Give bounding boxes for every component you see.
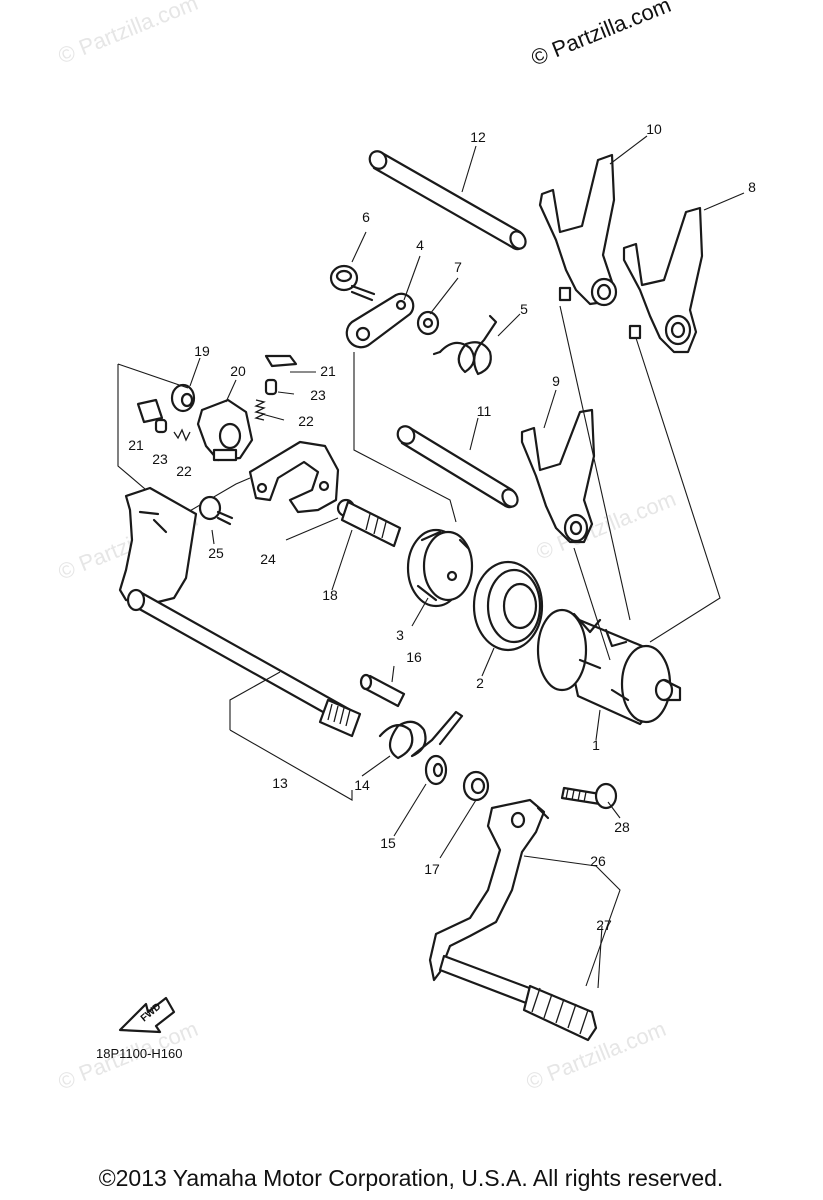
callout-17: 17 <box>424 861 440 877</box>
part-3-segment <box>406 528 474 608</box>
leader-lines <box>189 135 745 989</box>
part-18-segment-bolt <box>336 498 402 548</box>
part-7-washer <box>416 310 440 336</box>
callout-23-lower: 23 <box>152 451 168 467</box>
watermark-1: © Partzilla.com <box>55 0 202 69</box>
callout-10: 10 <box>646 121 662 137</box>
callout-26: 26 <box>590 853 606 869</box>
callout-12: 12 <box>470 129 486 145</box>
part-16-pin <box>359 673 406 708</box>
part-1-shift-drum <box>536 608 682 726</box>
copyright-footer: ©2013 Yamaha Motor Corporation, U.S.A. A… <box>99 1165 724 1191</box>
callout-21-upper: 21 <box>320 363 336 379</box>
part-25-bolt <box>198 495 234 526</box>
callout-6: 6 <box>362 209 370 225</box>
part-28-bolt <box>560 782 618 810</box>
callout-3: 3 <box>396 627 404 643</box>
part-14-spring <box>378 710 464 760</box>
part-6-bolt <box>329 264 376 302</box>
callout-numbers: 1 2 3 4 5 6 7 8 9 10 11 12 13 14 15 16 1… <box>128 121 756 933</box>
part-10-shift-fork <box>538 153 618 307</box>
part-12-fork-shaft-upper <box>368 150 527 251</box>
callout-25: 25 <box>208 545 224 561</box>
callout-15: 15 <box>380 835 396 851</box>
callout-23-upper: 23 <box>310 387 326 403</box>
callout-28: 28 <box>614 819 630 835</box>
part-15-washer <box>424 754 448 786</box>
callout-19: 19 <box>194 343 210 359</box>
part-13-shift-shaft <box>118 486 362 738</box>
part-21-upper-key <box>264 354 298 368</box>
callout-16: 16 <box>406 649 422 665</box>
part-23-lower-pin <box>154 418 168 434</box>
part-26-shift-pedal <box>428 798 550 1008</box>
watermark-top-right: © Partzilla.com <box>528 0 675 71</box>
part-22-upper-spring <box>254 399 266 421</box>
callout-7: 7 <box>454 259 462 275</box>
part-27-pedal-rubber <box>522 984 598 1042</box>
part-20-stopper-lever <box>196 398 254 462</box>
callout-8: 8 <box>748 179 756 195</box>
callout-1: 1 <box>592 737 600 753</box>
callout-2: 2 <box>476 675 484 691</box>
part-11-fork-shaft-lower <box>396 425 519 509</box>
part-8-shift-fork <box>622 206 704 354</box>
part-23-upper-pin <box>264 378 278 396</box>
callout-11: 11 <box>477 403 492 419</box>
part-24-guide-plate <box>248 440 340 514</box>
callout-20: 20 <box>230 363 246 379</box>
callout-4: 4 <box>416 237 424 253</box>
callout-27: 27 <box>596 917 612 933</box>
callout-22-lower: 22 <box>176 463 192 479</box>
part-2-bearing <box>472 560 544 652</box>
part-22-lower-spring <box>173 428 191 442</box>
callout-9: 9 <box>552 373 560 389</box>
callout-14: 14 <box>354 777 370 793</box>
callout-5: 5 <box>520 301 528 317</box>
part-5-spring <box>432 314 498 376</box>
callout-24: 24 <box>260 551 276 567</box>
part-19-collar <box>170 383 196 413</box>
part-4-shift-arm <box>345 292 415 349</box>
fwd-arrow-icon: FWD <box>118 996 176 1034</box>
part-17-collar <box>462 770 490 802</box>
callout-22-upper: 22 <box>298 413 314 429</box>
callout-13: 13 <box>272 775 288 791</box>
callout-18: 18 <box>322 587 338 603</box>
part-9-shift-fork <box>520 408 596 544</box>
diagram-code: 18P1100-H160 <box>96 1046 183 1061</box>
part-21-lower-key <box>136 398 164 424</box>
callout-21-lower: 21 <box>128 437 144 453</box>
